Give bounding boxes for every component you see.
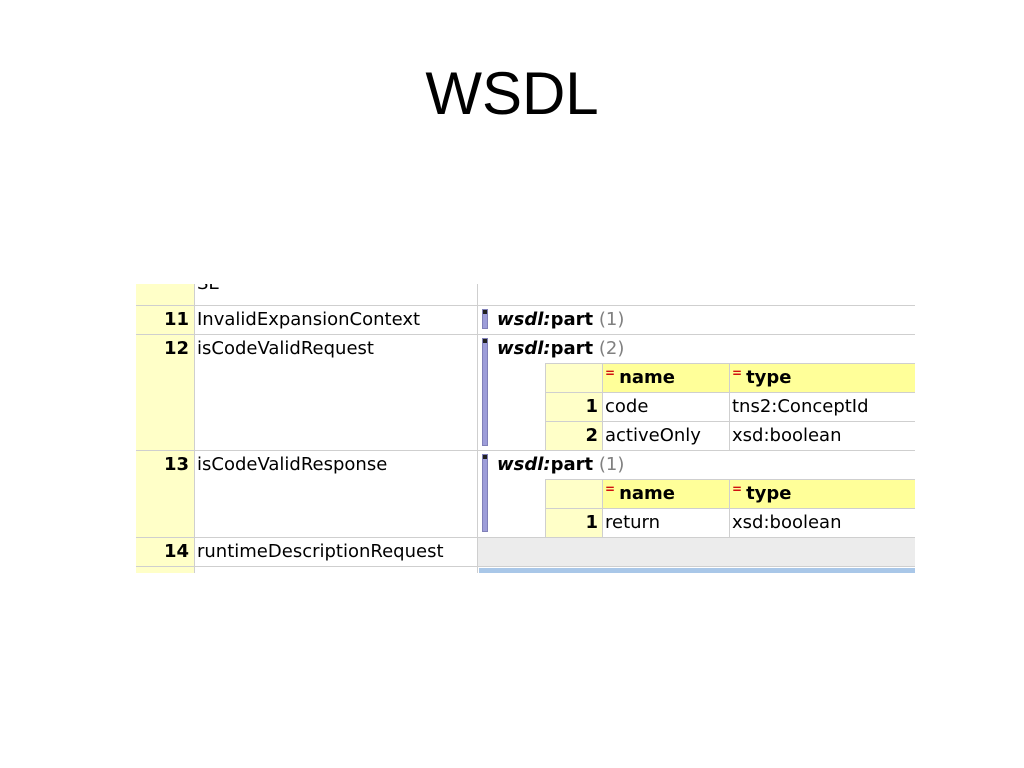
part-label[interactable]: wsdl:part (1) — [497, 306, 624, 334]
cell-name[interactable]: activeOnly — [602, 422, 729, 450]
row-number: 12 — [136, 335, 194, 450]
grid-line — [545, 479, 546, 538]
column-header-name[interactable]: =name — [602, 480, 729, 508]
cell-name[interactable]: code — [602, 393, 729, 421]
grid-line — [136, 450, 915, 451]
inner-header-corner — [545, 364, 602, 392]
cell-type[interactable]: tns2:ConceptId — [729, 393, 915, 421]
attribute-icon: = — [605, 482, 616, 496]
cell-type[interactable]: xsd:boolean — [729, 422, 915, 450]
column-header-type[interactable]: =type — [729, 364, 915, 392]
attribute-icon: = — [732, 482, 743, 496]
row-name[interactable]: isCodeValidResponse — [194, 451, 477, 537]
part-label[interactable]: wsdl:part (2) — [497, 335, 624, 363]
expand-toggle-icon[interactable] — [482, 338, 488, 446]
namespace-prefix: wsdl: — [497, 338, 551, 359]
grid-line — [545, 363, 915, 364]
expand-toggle-icon[interactable] — [482, 309, 488, 329]
row-name[interactable]: isCodeValidRequest — [194, 335, 477, 450]
grid-line — [545, 479, 915, 480]
child-count: (1) — [598, 454, 625, 475]
row-number: 11 — [136, 306, 194, 334]
grid-line — [136, 537, 915, 538]
column-header-name[interactable]: =name — [602, 364, 729, 392]
grid-line — [602, 363, 603, 451]
row-name-partial: SE — [194, 284, 477, 305]
inner-row-number: 1 — [545, 509, 602, 537]
row-number: 13 — [136, 451, 194, 537]
attribute-icon: = — [605, 366, 616, 380]
row-content-collapsed[interactable] — [477, 538, 915, 566]
slide-title: WSDL — [425, 60, 599, 127]
inner-row-number: 1 — [545, 393, 602, 421]
grid-line — [729, 479, 730, 538]
inner-row-number: 2 — [545, 422, 602, 450]
cell-type[interactable]: xsd:boolean — [729, 509, 915, 537]
grid-line — [136, 334, 915, 335]
grid-line — [602, 479, 603, 538]
column-header-type[interactable]: =type — [729, 480, 915, 508]
child-count: (2) — [598, 338, 625, 359]
attribute-icon: = — [732, 366, 743, 380]
grid-line — [545, 508, 915, 509]
row-number: 14 — [136, 538, 194, 566]
row-content-partial — [477, 284, 915, 305]
grid-line — [729, 363, 730, 451]
grid-line — [545, 421, 915, 422]
element-name: part — [550, 338, 594, 359]
grid-line — [477, 284, 478, 573]
element-name: part — [550, 309, 594, 330]
cell-name[interactable]: return — [602, 509, 729, 537]
row-number-partial — [136, 284, 194, 305]
inner-header-corner — [545, 480, 602, 508]
selection-strip — [479, 568, 915, 573]
grid-line — [136, 566, 915, 567]
row-number-partial — [136, 567, 194, 573]
grid-line — [545, 392, 915, 393]
grid-line — [136, 305, 915, 306]
expand-toggle-icon[interactable] — [482, 454, 488, 532]
grid-line — [545, 363, 546, 451]
namespace-prefix: wsdl: — [497, 454, 551, 475]
row-name[interactable]: InvalidExpansionContext — [194, 306, 477, 334]
xml-grid-view[interactable]: SE 11 InvalidExpansionContext wsdl:part … — [136, 284, 915, 573]
part-label[interactable]: wsdl:part (1) — [497, 451, 624, 479]
grid-line — [194, 284, 195, 573]
row-name[interactable]: runtimeDescriptionRequest — [194, 538, 477, 566]
element-name: part — [550, 454, 594, 475]
namespace-prefix: wsdl: — [497, 309, 551, 330]
child-count: (1) — [598, 309, 625, 330]
